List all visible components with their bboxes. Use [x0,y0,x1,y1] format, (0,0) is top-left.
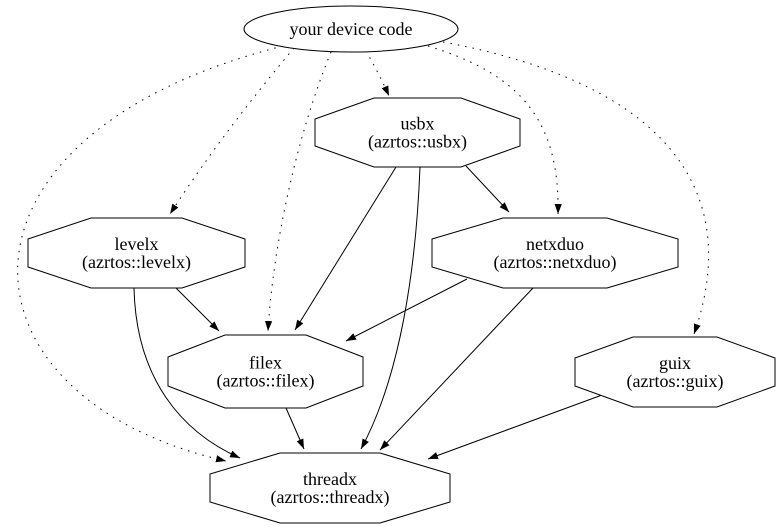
node-guix: guix(azrtos::guix) [574,336,776,408]
device-label-line1: your device code [290,19,413,39]
guix-octagon-shape [574,336,776,408]
netxduo-label-line2: (azrtos::netxduo) [494,252,617,273]
edges-layer [17,41,710,463]
nodes-layer: your device codeusbx(azrtos::usbx)levelx… [27,5,776,524]
filex-octagon-shape [167,334,364,409]
edge-netxduo-to-filex [345,278,468,342]
usbx-label-line1: usbx [400,114,434,134]
threadx-label-line1: threadx [303,469,357,489]
filex-label-line1: filex [249,353,282,373]
usbx-label-line2: (azrtos::usbx) [368,132,467,153]
threadx-label-line2: (azrtos::threadx) [271,487,390,508]
edge-usbx-to-threadx [360,166,421,450]
netxduo-label-line1: netxduo [526,234,584,254]
filex-label-line2: (azrtos::filex) [217,371,315,392]
netxduo-octagon-shape [431,217,679,289]
edge-levelx-to-filex [175,287,220,332]
edge-usbx-to-filex [294,166,397,331]
device-ellipse-shape [243,5,459,53]
edge-guix-to-threadx [427,394,603,460]
node-levelx: levelx(azrtos::levelx) [27,217,246,289]
levelx-label-line2: (azrtos::levelx) [82,252,191,273]
edge-device-to-levelx [169,47,295,215]
edge-usbx-to-netxduo [465,165,510,213]
node-usbx: usbx(azrtos::usbx) [314,97,521,168]
threadx-octagon-shape [209,452,451,524]
edge-netxduo-to-threadx [379,287,534,451]
node-netxduo: netxduo(azrtos::netxduo) [431,217,679,289]
usbx-octagon-shape [314,97,521,168]
edge-filex-to-threadx [285,407,305,450]
edge-device-to-filex [264,51,332,332]
levelx-label-line1: levelx [115,234,159,254]
edge-device-to-guix [442,41,710,335]
guix-label-line2: (azrtos::guix) [627,371,724,392]
edge-device-to-usbx [365,50,390,97]
edge-levelx-to-threadx [133,287,241,459]
levelx-octagon-shape [27,217,246,289]
node-threadx: threadx(azrtos::threadx) [209,452,451,524]
node-filex: filex(azrtos::filex) [167,334,364,409]
node-device: your device code [243,5,459,53]
guix-label-line1: guix [659,353,691,373]
